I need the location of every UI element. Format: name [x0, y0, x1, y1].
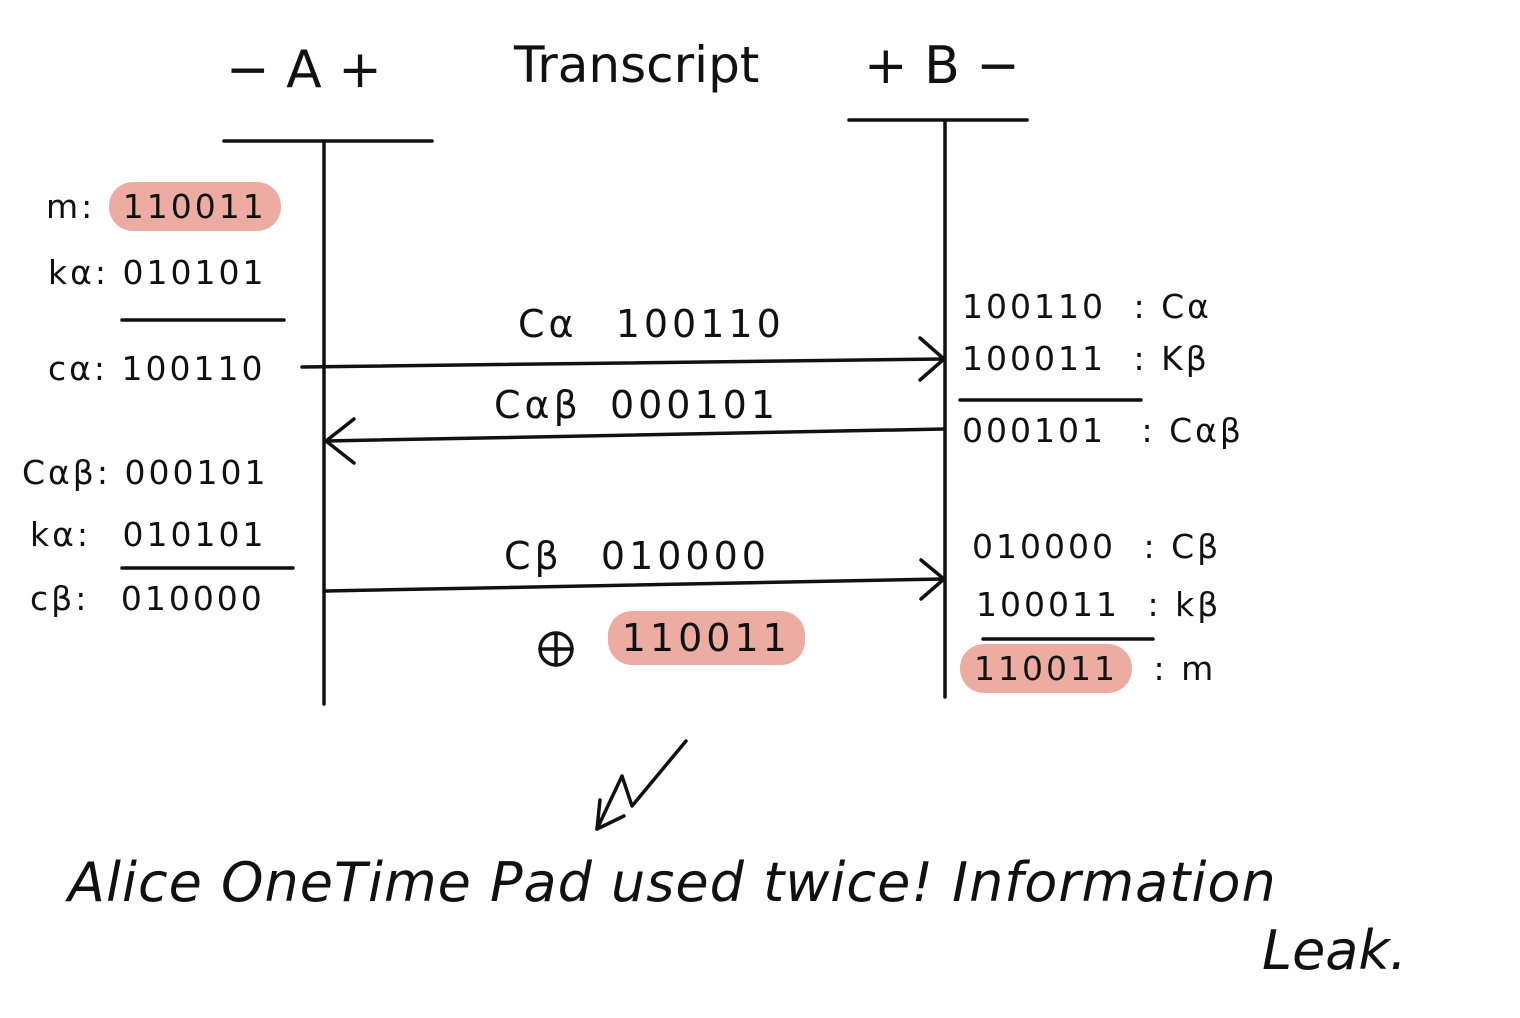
left-row-k-alpha-2: kα: 010101	[30, 518, 266, 551]
right-k-beta-label: : Kβ	[1133, 339, 1210, 378]
message-2-label: Cαβ 000101	[494, 386, 779, 424]
right-row-m: 110011 : m	[960, 644, 1217, 693]
arrowhead-icon	[595, 798, 626, 831]
left-row-m: m: 110011	[46, 182, 281, 231]
message-1-value: 100110	[615, 302, 785, 346]
left-c-alpha-value: 100110	[121, 349, 266, 388]
left-c-alpha-beta-label: Cαβ:	[22, 453, 111, 492]
message-3-label: Cβ 010000	[504, 537, 770, 575]
arrow-a-to-b-2	[324, 577, 945, 593]
right-row-k-beta: 100011 : Kβ	[962, 342, 1210, 375]
left-k-alpha-2-label: kα:	[30, 515, 91, 554]
left-c-beta-label: cβ:	[30, 579, 90, 618]
right-row-c-beta: 010000 : Cβ	[972, 530, 1221, 563]
right-row-k-beta-2: 100011 : kβ	[976, 588, 1221, 621]
right-c-alpha-label: : Cα	[1133, 287, 1212, 326]
left-row-c-beta: cβ: 010000	[30, 582, 265, 615]
right-m-value: 110011	[960, 644, 1132, 693]
left-row-k-alpha: kα: 010101	[48, 256, 266, 289]
arrowhead-icon	[919, 558, 946, 601]
left-k-alpha-label: kα:	[48, 253, 109, 292]
right-c-beta-value: 010000	[972, 527, 1116, 566]
message-1-name: Cα	[518, 302, 578, 346]
left-m-value: 110011	[108, 182, 281, 231]
conclusion-line-2: Leak.	[1262, 919, 1407, 982]
left-m-label: m:	[46, 187, 96, 226]
xor-result: ⊕: 110011	[539, 611, 805, 665]
arrow-a-to-b-1	[300, 357, 945, 369]
right-row-c-alpha-beta: 000101 : Cαβ	[962, 414, 1244, 447]
right-k-beta-2-value: 100011	[976, 585, 1120, 624]
message-2-value: 000101	[609, 383, 779, 427]
left-c-beta-value: 010000	[120, 579, 265, 618]
right-c-beta-label: : Cβ	[1143, 527, 1222, 566]
right-k-beta-value: 100011	[962, 339, 1106, 378]
arrow-b-to-a	[324, 427, 946, 443]
conclusion-line-1: Alice OneTime Pad used twice! Informatio…	[68, 851, 1277, 914]
message-3-value: 010000	[600, 534, 770, 578]
left-row-c-alpha: cα: 100110	[48, 352, 266, 385]
party-b-label: + B −	[864, 36, 1020, 96]
left-c-alpha-label: cα:	[48, 349, 109, 388]
right-m-label: : m	[1153, 649, 1217, 688]
message-3-name: Cβ	[504, 534, 563, 578]
xor-label: ⊕:	[539, 616, 592, 660]
hand-drawn-zigzag-arrow-icon	[595, 739, 688, 831]
right-c-alpha-value: 100110	[962, 287, 1106, 326]
arrowhead-icon	[918, 336, 946, 382]
right-c-alpha-beta-value: 000101	[962, 411, 1106, 450]
party-a-label: − A +	[226, 40, 382, 100]
message-1-label: Cα 100110	[518, 305, 785, 343]
message-2-name: Cαβ	[494, 383, 582, 427]
left-row-c-alpha-beta: Cαβ: 000101	[22, 456, 268, 489]
transcript-label: Transcript	[514, 36, 760, 94]
right-c-alpha-beta-label: : Cαβ	[1141, 411, 1244, 450]
left-k-alpha-2-value: 010101	[122, 515, 267, 554]
left-c-alpha-beta-value: 000101	[124, 453, 269, 492]
right-row-c-alpha: 100110 : Cα	[962, 290, 1212, 323]
arrowhead-icon	[324, 417, 356, 465]
xor-value: 110011	[607, 611, 805, 665]
left-k-alpha-value: 010101	[122, 253, 267, 292]
right-k-beta-2-label: : kβ	[1147, 585, 1222, 624]
